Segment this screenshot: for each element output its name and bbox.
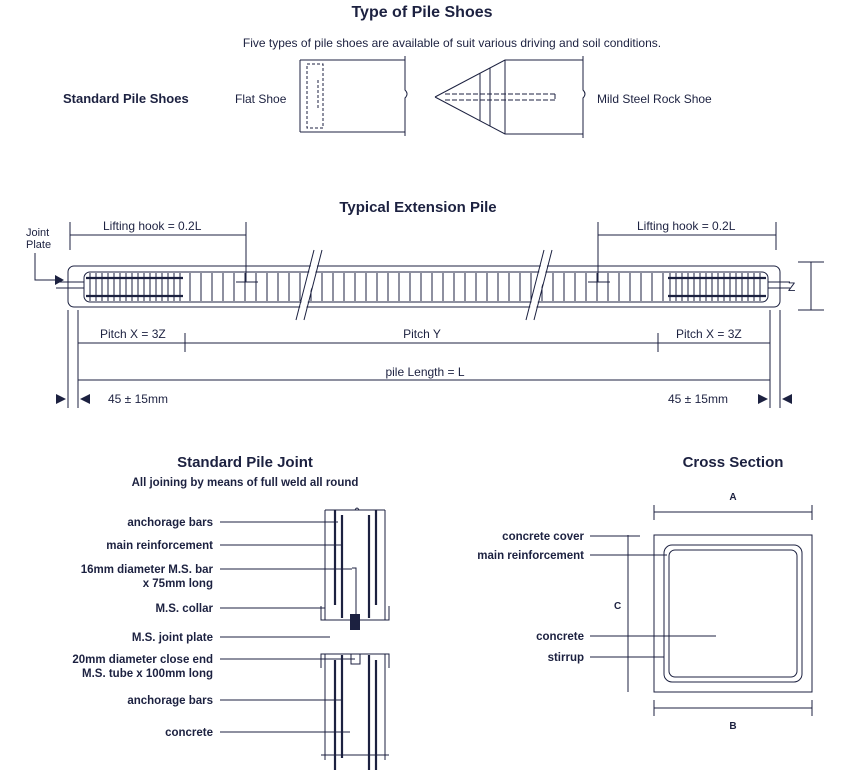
joint-label: x 75mm long [143,578,213,590]
joint-label: anchorage bars [127,517,213,529]
rock-shoe-drawing [434,56,586,138]
joint-plate-label-2: Plate [26,239,51,251]
z-label: Z [788,280,795,294]
joint-subtitle: All joining by means of full weld all ro… [132,477,359,489]
dim-a: A [729,492,736,503]
hook-left-label: Lifting hook = 0.2L [103,219,202,233]
cross-label: concrete cover [502,531,584,543]
rock-shoe-label: Mild Steel Rock Shoe [597,92,712,106]
tolerance-right: 45 ± 15mm [668,392,728,406]
standard-pile-shoes-label: Standard Pile Shoes [63,91,189,106]
cross-section-drawing [653,534,813,693]
flat-shoe-drawing [299,56,408,136]
joint-plate-arrow [34,253,55,281]
hook-right-label: Lifting hook = 0.2L [637,219,736,233]
shoes-subtitle: Five types of pile shoes are available o… [243,36,661,50]
joint-drawing [320,507,390,770]
flat-shoe-label: Flat Shoe [235,92,287,106]
tolerance-left: 45 ± 15mm [108,392,168,406]
shoes-title: Type of Pile Shoes [351,4,492,21]
joint-title: Standard Pile Joint [177,454,313,471]
joint-plate-label-1: Joint [26,227,49,239]
joint-label: M.S. collar [155,603,213,615]
joint-label: main reinforcement [106,540,213,552]
dim-b: B [729,721,736,732]
dim-c: C [614,601,621,612]
pile-body [56,249,790,321]
cross-label: stirrup [548,652,584,664]
extension-title: Typical Extension Pile [339,199,496,216]
joint-label: 20mm diameter close end [72,654,213,666]
joint-label: concrete [165,727,213,739]
joint-label: anchorage bars [127,695,213,707]
joint-label: M.S. joint plate [132,632,213,644]
cross-label: concrete [536,631,584,643]
pitch-x-left: Pitch X = 3Z [100,327,166,341]
arrow-icon [55,275,64,285]
pitch-y: Pitch Y [403,327,441,341]
cross-label: main reinforcement [477,550,584,562]
joint-label: M.S. tube x 100mm long [82,668,213,680]
pitch-x-right: Pitch X = 3Z [676,327,742,341]
pile-length: pile Length = L [385,365,464,379]
joint-label: 16mm diameter M.S. bar [81,564,214,576]
cross-title: Cross Section [683,454,784,471]
